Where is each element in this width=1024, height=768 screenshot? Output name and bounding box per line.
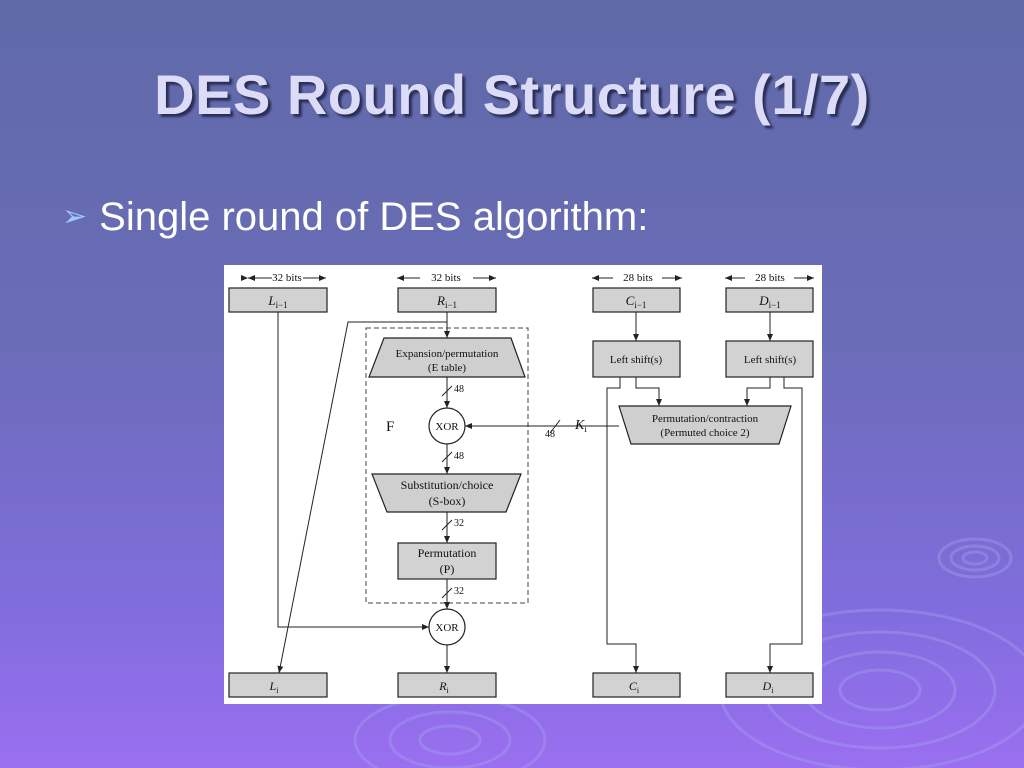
bullet-item: ➢ Single round of DES algorithm: [62, 192, 648, 242]
register-c-next: Ci [592, 672, 681, 698]
xor-top: XOR [428, 407, 466, 445]
svg-text:(Permuted choice 2): (Permuted choice 2) [660, 427, 750, 439]
svg-text:(E table): (E table) [428, 362, 467, 374]
svg-text:Li−1: Li−1 [267, 293, 287, 310]
bus-width-xor: 48 [454, 451, 464, 462]
slide-title: DES Round Structure (1/7) [154, 63, 870, 126]
svg-text:Di−1: Di−1 [758, 293, 780, 310]
register-c-prev: Ci−1 [592, 287, 681, 313]
register-l-prev: Li−1 [228, 287, 328, 313]
svg-text:Li: Li [269, 679, 280, 695]
xor-bottom: XOR [428, 608, 466, 646]
svg-text:Left shift(s): Left shift(s) [610, 354, 663, 366]
register-l-next: Li [228, 672, 328, 698]
svg-text:Left shift(s): Left shift(s) [744, 354, 797, 366]
f-label: F [386, 419, 394, 435]
left-shift-c: Left shift(s) [592, 340, 681, 378]
register-d-next: Di [725, 672, 814, 698]
register-r-prev: Ri−1 [397, 287, 497, 313]
des-round-diagram: 32 bits 32 bits 28 bits 28 bits Li−1 Ri−… [224, 265, 822, 704]
svg-text:Substitution/choice: Substitution/choice [401, 478, 494, 492]
svg-text:Expansion/permutation: Expansion/permutation [396, 348, 499, 360]
register-d-prev: Di−1 [725, 287, 814, 313]
width-label-l: 32 bits [272, 272, 302, 284]
bullet-text: Single round of DES algorithm: [99, 194, 649, 239]
diagram-canvas: 32 bits 32 bits 28 bits 28 bits Li−1 Ri−… [228, 272, 814, 698]
svg-text:(P): (P) [440, 562, 455, 576]
svg-text:(S-box): (S-box) [429, 494, 466, 508]
width-dimensions: 32 bits 32 bits 28 bits 28 bits [241, 272, 814, 284]
svg-text:Di: Di [762, 679, 775, 695]
svg-text:Ri−1: Ri−1 [436, 293, 457, 310]
bus-width-s: 32 [454, 518, 464, 529]
width-label-r: 32 bits [431, 272, 461, 284]
permutation-box: Permutation (P) [397, 542, 497, 580]
register-r-next: Ri [397, 672, 497, 698]
svg-text:Ci−1: Ci−1 [626, 293, 647, 310]
svg-text:Ri: Ri [438, 679, 449, 695]
svg-text:XOR: XOR [435, 622, 459, 634]
pc2-box: Permutation/contraction (Permuted choice… [618, 405, 792, 445]
arrow-bullet-icon: ➢ [62, 200, 88, 233]
width-label-c: 28 bits [623, 272, 653, 284]
svg-text:Permutation: Permutation [418, 546, 477, 560]
svg-text:Ci: Ci [629, 679, 640, 695]
svg-text:XOR: XOR [435, 421, 459, 433]
left-shift-d: Left shift(s) [725, 340, 814, 378]
svg-text:Permutation/contraction: Permutation/contraction [652, 413, 759, 425]
bus-width-key: 48 [545, 429, 555, 440]
substitution-box: Substitution/choice (S-box) [371, 473, 522, 513]
bus-width-p: 32 [454, 586, 464, 597]
expansion-box: Expansion/permutation (E table) [368, 337, 526, 378]
key-label: Ki [574, 418, 587, 434]
width-label-d: 28 bits [755, 272, 785, 284]
bus-width-e: 48 [454, 384, 464, 395]
